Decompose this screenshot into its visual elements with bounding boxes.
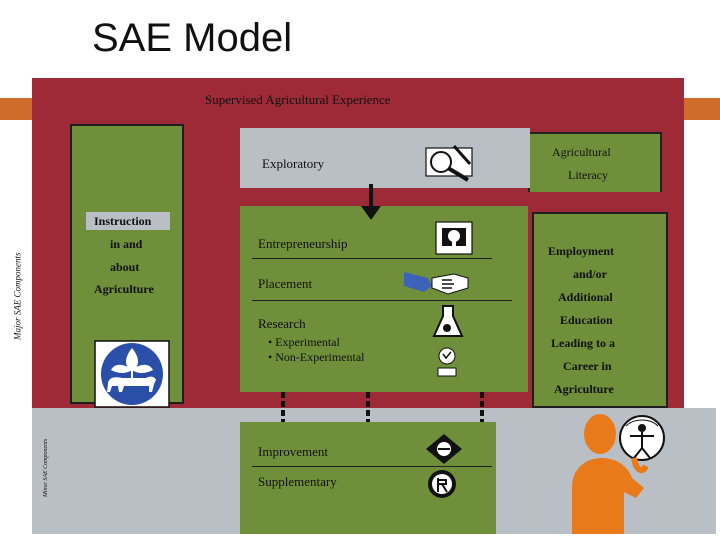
- career-line-3: Additional: [558, 290, 613, 304]
- improvement-label: Improvement: [258, 444, 329, 459]
- exploratory-icon: [424, 140, 476, 184]
- entrepreneurship-label: Entrepreneurship: [258, 236, 348, 251]
- placement-label: Placement: [258, 276, 313, 291]
- career-panel: [532, 212, 668, 408]
- connector-1: [281, 392, 285, 422]
- major-components-panel: [240, 206, 528, 392]
- improvement-icon: [424, 432, 464, 466]
- entrepreneurship-icon: [432, 218, 478, 258]
- literacy-line-1: Agricultural: [552, 145, 611, 159]
- instruction-line-2: in and: [110, 237, 143, 251]
- page-title: SAE Model: [92, 16, 293, 60]
- supplementary-icon: [426, 468, 458, 500]
- research-flask-icon: [432, 304, 464, 340]
- minor-components-label: Minor SAE Components: [43, 438, 49, 498]
- research-item-experimental: • Experimental: [268, 335, 340, 349]
- connector-2: [366, 392, 370, 422]
- research-label: Research: [258, 316, 306, 331]
- divider-3: [252, 466, 492, 467]
- major-components-label: Major SAE Components: [12, 252, 23, 341]
- divider-1: [252, 258, 492, 259]
- exploratory-panel: [240, 128, 530, 188]
- literacy-line-2: Literacy: [568, 168, 608, 182]
- accent-bar-left: [0, 98, 32, 120]
- instruction-line-1: Instruction: [94, 214, 152, 228]
- placement-icon: [402, 264, 470, 300]
- literacy-box: [530, 134, 660, 192]
- banner-title: Supervised Agricultural Experience: [205, 92, 391, 107]
- career-line-4: Education: [560, 313, 613, 327]
- down-arrow-icon: [359, 184, 383, 222]
- career-line-5: Leading to a: [551, 336, 616, 350]
- connector-3: [480, 392, 484, 422]
- instruction-line-3: about: [110, 260, 140, 274]
- accent-bar-right: [684, 98, 720, 120]
- career-line-6: Career in: [563, 359, 612, 373]
- instruction-line-4: Agriculture: [94, 282, 154, 296]
- instruction-tab: [86, 212, 170, 230]
- career-line-7: Agriculture: [554, 382, 614, 396]
- divider-2: [252, 300, 512, 301]
- research-person-icon: [434, 346, 460, 378]
- person-globe-icon: [572, 408, 682, 534]
- career-line-1: Employment: [548, 244, 614, 258]
- ffa-emblem-icon: [94, 340, 170, 408]
- career-line-2: and/or: [573, 267, 608, 281]
- research-item-non-experimental: • Non-Experimental: [268, 350, 365, 364]
- supplementary-label: Supplementary: [258, 474, 337, 489]
- exploratory-label: Exploratory: [262, 156, 325, 171]
